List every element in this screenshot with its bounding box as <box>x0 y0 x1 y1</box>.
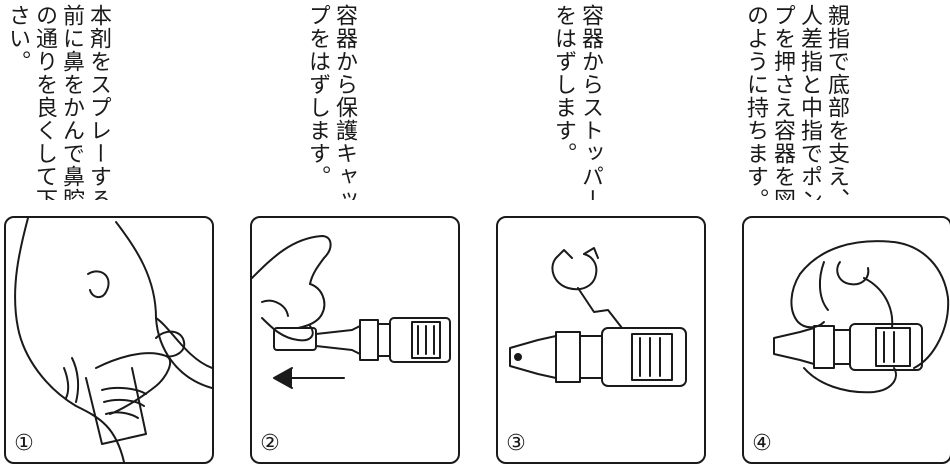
pump-ring <box>579 335 603 379</box>
finger-2 <box>103 398 145 407</box>
direction-arrow-head <box>273 367 293 389</box>
step-3-instruction: 容器からストッパー をはずします。 <box>551 4 603 200</box>
thumb <box>803 367 897 394</box>
pump-collar <box>555 331 581 383</box>
stopper-tab-right <box>583 247 599 259</box>
step-3-number: ③ <box>506 431 526 456</box>
finger-3 <box>105 411 139 419</box>
pump-ring <box>833 329 851 365</box>
eyebrow <box>71 357 80 403</box>
pump-ring <box>377 323 391 357</box>
head-outline <box>14 218 125 462</box>
bottle-label <box>631 333 673 381</box>
thumb <box>261 317 314 342</box>
step-1-instruction: 本剤をスプレーする 前に鼻をかんで鼻腔 の通りを良くして下 さい。 <box>5 4 111 200</box>
remove-cap-illustration <box>252 235 451 389</box>
bottle-body <box>849 323 923 371</box>
pump-collar <box>813 325 835 369</box>
step-4-instruction: 親指で底部を支え、 人差指と中指でポン プを押さえ容器を図 のように持ちます。 <box>743 4 849 200</box>
remove-stopper-illustration <box>509 247 687 387</box>
step-3-panel: ③ <box>496 216 706 464</box>
thumb <box>155 330 186 358</box>
finger-2 <box>261 299 289 317</box>
ear <box>87 270 110 298</box>
hand-outline <box>252 235 332 285</box>
tissue <box>85 367 147 445</box>
bottle-label <box>411 321 441 359</box>
nozzle <box>773 327 815 365</box>
hair-line <box>115 221 212 389</box>
stopper-clip <box>551 253 598 291</box>
neck-line <box>155 317 212 369</box>
hold-bottle-illustration <box>773 240 950 394</box>
step-1-panel: ① <box>4 216 214 464</box>
finger-1 <box>101 386 147 395</box>
finger-1 <box>297 283 326 329</box>
palm-crease <box>863 277 894 329</box>
nozzle <box>315 325 361 355</box>
step-4-number: ④ <box>752 431 772 456</box>
stopper-clip <box>836 261 870 286</box>
step-2-instruction: 容器から保護キャッ プをはずします。 <box>305 4 357 200</box>
pump-collar <box>359 319 379 361</box>
hand-outline <box>95 352 172 415</box>
hand-outline <box>799 240 950 369</box>
stopper-tab-left <box>555 249 573 259</box>
step-2-panel: ② <box>250 216 460 464</box>
step-1-number: ① <box>14 431 34 456</box>
blowing-nose-illustration <box>14 218 212 462</box>
step-4-panel: ④ <box>742 216 950 464</box>
finger-middle <box>818 261 829 311</box>
bottle-body <box>389 317 451 363</box>
nozzle-tip <box>514 353 522 361</box>
stopper-arm <box>577 287 623 329</box>
bottle-body <box>601 327 687 387</box>
bottle-label <box>875 327 911 367</box>
step-2-number: ② <box>260 431 280 456</box>
eye <box>63 367 70 399</box>
